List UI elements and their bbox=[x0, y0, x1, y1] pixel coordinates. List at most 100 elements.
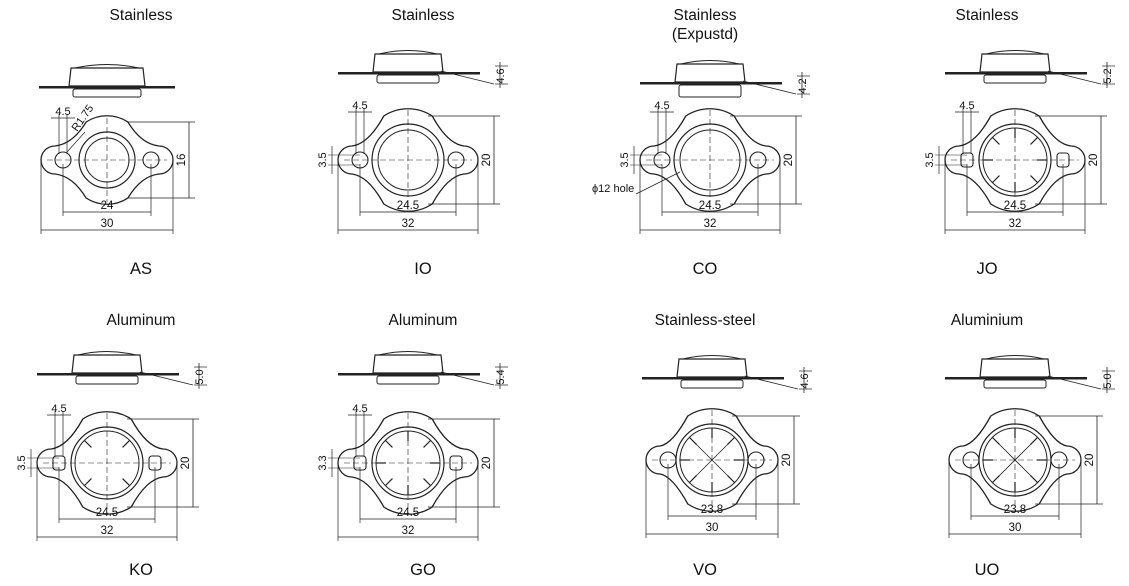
disc-notch bbox=[83, 478, 92, 487]
cap-base bbox=[376, 74, 440, 84]
outer-width-label: 30 bbox=[101, 218, 114, 230]
cap-base bbox=[983, 74, 1047, 84]
tab-line bbox=[744, 375, 799, 390]
cap-top bbox=[74, 64, 140, 69]
disc-notch bbox=[1030, 175, 1039, 184]
hole-diameter-label: ϕ12 hole bbox=[592, 183, 634, 195]
inner-width-label: 24.5 bbox=[699, 200, 721, 212]
outer-width-label: 32 bbox=[402, 525, 415, 537]
model-code-label: UO bbox=[974, 561, 1000, 579]
cap-body bbox=[979, 53, 1051, 73]
cap-base bbox=[680, 379, 744, 389]
disc-notch bbox=[1030, 136, 1039, 145]
disc-notch bbox=[423, 439, 432, 448]
model-code-label: IO bbox=[414, 260, 432, 278]
offset-dimension-label: 3.3 bbox=[317, 455, 329, 470]
cap-top bbox=[985, 50, 1045, 55]
cap-top bbox=[378, 50, 438, 55]
cap-base bbox=[72, 88, 142, 98]
flange-plate bbox=[37, 373, 179, 376]
flange-plate bbox=[39, 86, 175, 89]
cap-top bbox=[680, 60, 740, 65]
cap-base bbox=[678, 84, 742, 98]
height-dimension-label: 20 bbox=[1084, 454, 1096, 467]
material-title: Aluminium bbox=[950, 312, 1024, 329]
material-title: Stainless bbox=[109, 7, 173, 24]
model-code-label: KO bbox=[129, 561, 153, 579]
hole-width-label: 4.5 bbox=[352, 100, 367, 112]
inner-width-label: 24 bbox=[101, 200, 114, 212]
thickness-dimension-label: 4.6 bbox=[495, 68, 507, 83]
inner-width-label: 24.5 bbox=[1004, 200, 1026, 212]
radius-leader bbox=[66, 131, 86, 153]
cap-top bbox=[378, 351, 438, 356]
height-dimension-label: 20 bbox=[180, 457, 192, 470]
height-dimension-label: 20 bbox=[1088, 154, 1100, 167]
cap-top bbox=[682, 355, 742, 360]
technical-drawing: 5.0 23.8 30 20 bbox=[945, 355, 1115, 538]
outer-width-label: 30 bbox=[1009, 522, 1022, 534]
model-code-label: AS bbox=[129, 260, 152, 278]
flange-plate bbox=[338, 72, 480, 75]
height-dimension-label: 20 bbox=[781, 454, 793, 467]
cap-body bbox=[676, 358, 748, 378]
outer-width-label: 32 bbox=[1009, 218, 1022, 230]
offset-dimension-label: 3.5 bbox=[317, 152, 329, 167]
inner-width-label: 24.5 bbox=[397, 200, 419, 212]
outer-width-label: 32 bbox=[402, 218, 415, 230]
thickness-dimension-label: 4.2 bbox=[797, 78, 809, 93]
height-dimension-label: 16 bbox=[176, 154, 188, 167]
hole-width-label: 4.5 bbox=[654, 100, 669, 112]
disc-notch bbox=[83, 439, 92, 448]
material-title: Stainless bbox=[673, 7, 737, 24]
tab-line bbox=[139, 371, 194, 386]
tab-line bbox=[440, 371, 495, 386]
model-code-label: VO bbox=[693, 561, 717, 579]
flange-plate bbox=[945, 377, 1087, 380]
tab-line bbox=[1047, 70, 1102, 85]
tab-line bbox=[440, 70, 495, 85]
cap-body bbox=[979, 358, 1051, 378]
thickness-dimension-label: 5.2 bbox=[1102, 68, 1114, 83]
hole-width-label: 4.5 bbox=[55, 106, 70, 118]
hole-width-label: 4.5 bbox=[959, 100, 974, 112]
material-title: Aluminum bbox=[106, 312, 176, 329]
disc-notch bbox=[384, 439, 393, 448]
disc-notch bbox=[991, 175, 1000, 184]
material-title: Aluminum bbox=[388, 312, 458, 329]
cap-body bbox=[674, 63, 746, 83]
inner-width-label: 23.8 bbox=[1004, 504, 1026, 516]
thickness-dimension-label: 5.0 bbox=[1102, 373, 1114, 388]
cap-body bbox=[68, 67, 146, 87]
inner-width-label: 23.8 bbox=[701, 504, 723, 516]
disc-notch bbox=[122, 478, 131, 487]
cap-base bbox=[983, 379, 1047, 389]
disc-notch bbox=[423, 478, 432, 487]
model-code-label: GO bbox=[410, 561, 436, 579]
height-dimension-label: 20 bbox=[481, 154, 493, 167]
hole-width-label: 4.5 bbox=[51, 403, 66, 415]
material-title: Stainless-steel bbox=[654, 312, 756, 329]
tab-line bbox=[1047, 375, 1102, 390]
disc-notch bbox=[122, 439, 131, 448]
disc-notch bbox=[384, 478, 393, 487]
thickness-dimension-label: 5.4 bbox=[495, 369, 507, 384]
model-code-label: JO bbox=[976, 260, 998, 278]
thickness-dimension-label: 4.6 bbox=[799, 373, 811, 388]
model-code-label: CO bbox=[692, 260, 718, 278]
material-title: Stainless bbox=[391, 7, 455, 24]
cap-body bbox=[372, 53, 444, 73]
height-dimension-label: 20 bbox=[783, 154, 795, 167]
